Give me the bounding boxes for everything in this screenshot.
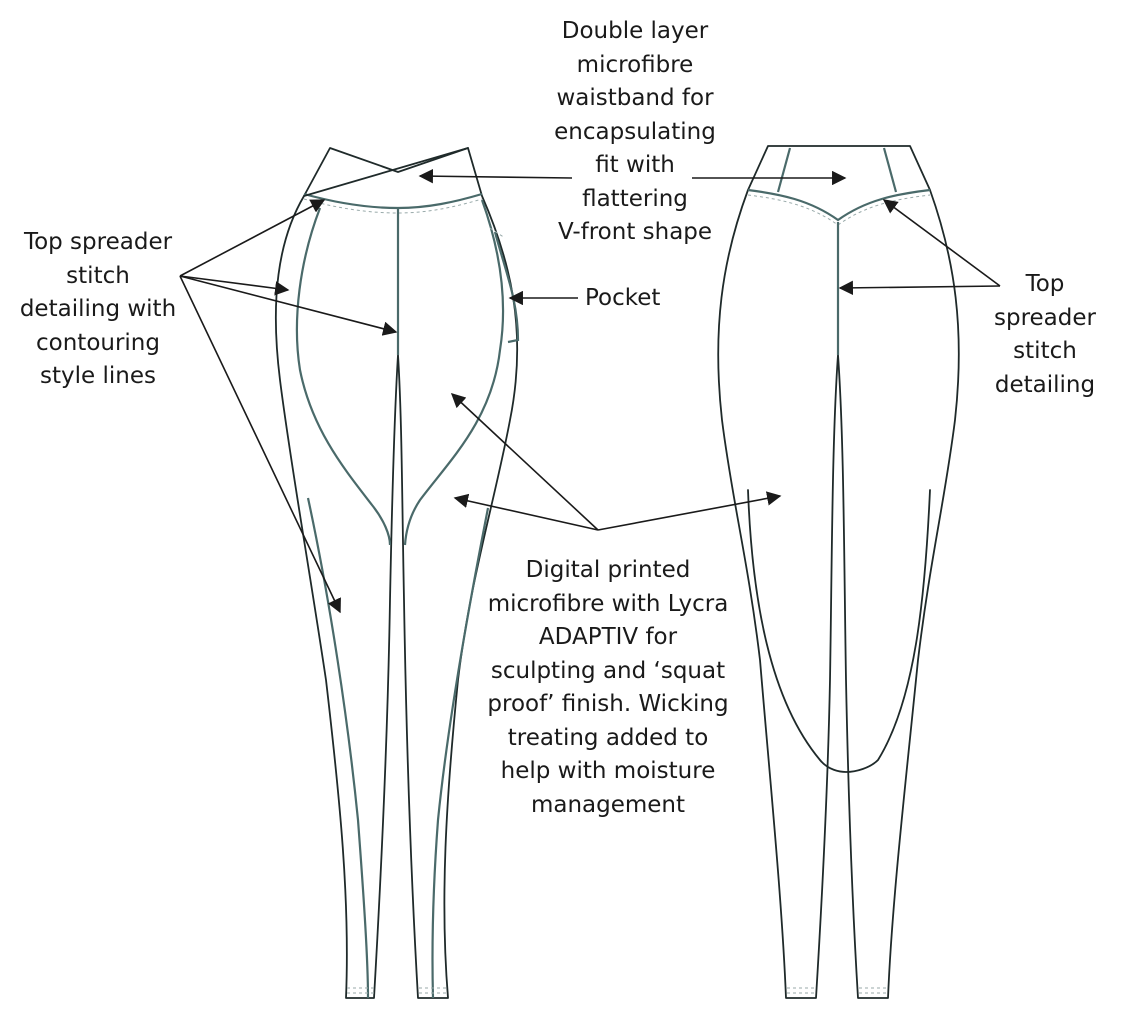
pocket-line: Pocket	[585, 285, 661, 311]
back-view-leggings	[717, 145, 960, 999]
back-left-vertical-seam	[776, 147, 792, 193]
front-right-leg-seam	[431, 507, 490, 999]
top-spreader-left-annotation: Top spreader stitch detailing with conto…	[0, 226, 196, 394]
back-right-vertical-seam	[882, 147, 898, 193]
digital-printed-line: microfibre with Lycra	[487, 590, 729, 617]
top-spreader-right-line: detailing	[994, 371, 1096, 398]
digital-printed-annotation: Digital printed microfibre with Lycra AD…	[468, 554, 748, 822]
arrow-digital-2	[453, 493, 599, 531]
top-spreader-right-line: stitch	[1013, 338, 1077, 364]
back-right-hem	[859, 987, 887, 994]
back-seat-curve	[747, 489, 931, 773]
arrow-top-right-2	[882, 199, 1001, 287]
digital-printed-line: proof’ finish. Wicking	[487, 691, 729, 717]
front-view-leggings	[274, 147, 520, 999]
front-right-contour	[403, 199, 505, 546]
front-waistband-seam	[303, 192, 483, 210]
annotation-arrows	[179, 168, 1001, 614]
top-spreader-left-line: style lines	[40, 363, 156, 389]
back-yoke-stitch	[747, 194, 931, 226]
arrow-top-spreader-2	[179, 275, 290, 296]
top-spreader-left-line: contouring	[36, 329, 160, 356]
waistband-line: waistband for	[556, 85, 714, 111]
front-pocket	[493, 231, 520, 344]
waistband-line: microfibre	[576, 51, 694, 78]
top-spreader-left-line: stitch	[66, 262, 130, 289]
arrow-digital-1	[450, 393, 599, 531]
front-right-hem	[419, 987, 447, 994]
front-left-contour	[295, 207, 392, 546]
back-yoke-seam	[747, 188, 931, 222]
back-left-hem	[787, 987, 815, 994]
waistband-line: fit with	[595, 152, 675, 178]
back-outline	[717, 145, 960, 999]
waistband-line: flattering	[582, 185, 688, 212]
waistband-line: V-front shape	[557, 219, 713, 245]
arrow-digital-3	[597, 491, 782, 531]
digital-printed-line: management	[530, 791, 686, 818]
waistband-line: Double layer	[561, 18, 709, 44]
digital-printed-line: ADAPTIV for	[538, 624, 678, 650]
arrow-top-spreader-4	[179, 275, 341, 614]
top-spreader-right-line: spreader	[994, 304, 1096, 331]
digital-printed-line: treating added to	[507, 724, 709, 751]
front-waistband-stitch	[303, 198, 483, 214]
pocket-annotation: Pocket	[585, 282, 685, 316]
arrow-top-right-1	[838, 280, 1001, 296]
waistband-line: encapsulating	[554, 118, 716, 145]
waistband-annotation: Double layer microfibre waistband for en…	[520, 15, 750, 250]
top-spreader-right-line: Top	[1025, 271, 1065, 297]
arrow-top-spreader-3	[179, 275, 398, 336]
arrow-top-spreader-1	[179, 199, 326, 277]
arrow-waistband-front	[418, 168, 573, 184]
front-left-hem	[347, 987, 374, 994]
digital-printed-line: sculpting and ‘squat	[490, 657, 726, 684]
front-left-leg-seam	[306, 497, 370, 999]
top-spreader-right-annotation: Top spreader stitch detailing	[980, 268, 1110, 402]
top-spreader-left-line: Top spreader	[23, 229, 173, 255]
top-spreader-left-line: detailing with	[19, 296, 177, 322]
digital-printed-line: Digital printed	[525, 557, 691, 583]
front-v-crossover	[303, 147, 469, 197]
digital-printed-line: help with moisture	[500, 758, 716, 784]
